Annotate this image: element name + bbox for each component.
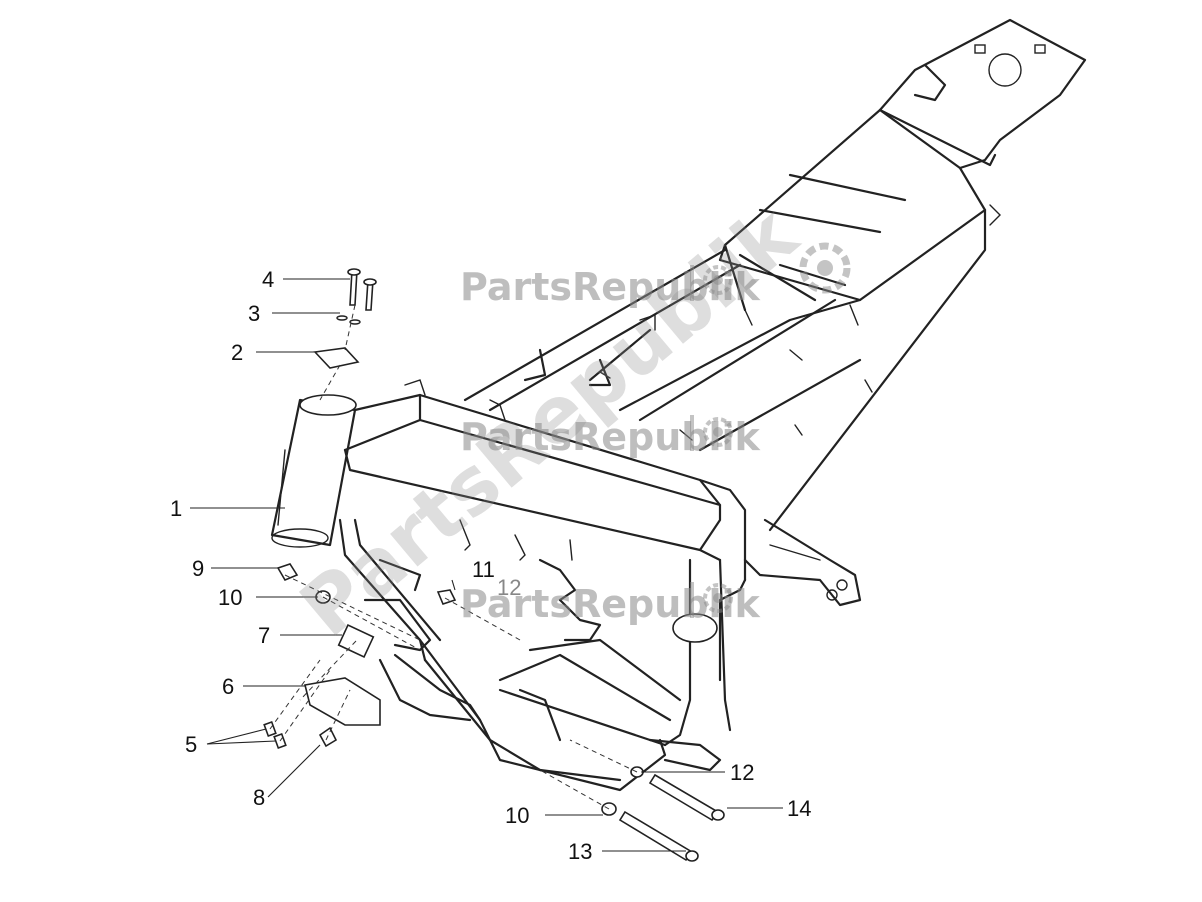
callout-7: 7: [258, 623, 270, 648]
gear-icon: [690, 242, 851, 618]
callout-labels: 1 2 3 4 5 6 7 8 9 10 10 11 12 12 13 14: [170, 267, 811, 864]
small-parts: [263, 268, 725, 862]
callout-10-left: 10: [218, 585, 242, 610]
watermark-middle: PartsRepublik: [460, 415, 761, 459]
callout-6: 6: [222, 674, 234, 699]
callout-10-bottom: 10: [505, 803, 529, 828]
callout-4: 4: [262, 267, 274, 292]
callout-9: 9: [192, 556, 204, 581]
watermark: PartsRepublik PartsRepublik PartsRepubli…: [284, 189, 851, 655]
callout-13: 13: [568, 839, 592, 864]
callout-1: 1: [170, 496, 182, 521]
leader-lines: [190, 278, 783, 852]
callout-5: 5: [185, 732, 197, 757]
callout-12-lower: 12: [730, 760, 754, 785]
motorcycle-frame: [270, 18, 1087, 792]
callout-2: 2: [231, 340, 243, 365]
callout-3: 3: [248, 301, 260, 326]
callout-11: 11: [472, 557, 495, 582]
watermark-top: PartsRepublik: [460, 265, 761, 309]
callout-14: 14: [787, 796, 811, 821]
callout-12-upper: 12: [497, 575, 521, 600]
callout-8: 8: [253, 785, 265, 810]
